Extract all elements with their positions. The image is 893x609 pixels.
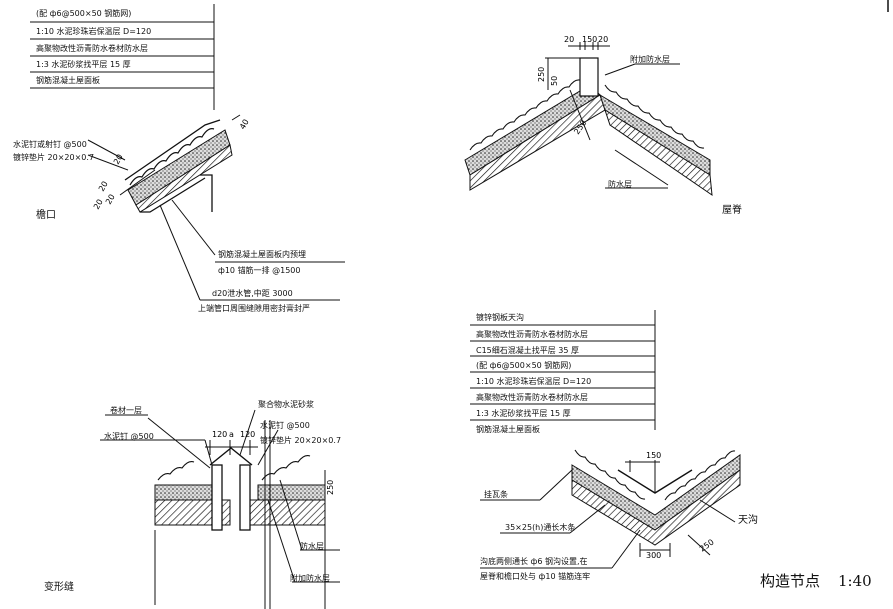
valley-layer-3: C15细石混凝土找平层 35 厚 bbox=[476, 346, 580, 355]
eaves-seal-note: 上端管口周围缝隙用密封膏封严 bbox=[198, 304, 310, 313]
valley-wood-strip-label: 35×25(h)通长木条 bbox=[505, 523, 576, 532]
eaves-anchor-note: ф10 锚筋一排 @1500 bbox=[218, 266, 301, 275]
valley-layer-7: 1:3 水泥砂浆找平层 15 厚 bbox=[476, 409, 571, 418]
eaves-detail bbox=[30, 4, 345, 301]
ridge-dim-top-left: 20 bbox=[564, 35, 574, 44]
valley-detail bbox=[470, 310, 741, 569]
valley-layer-5: 1:10 水泥珍珠岩保温层 D=120 bbox=[476, 377, 592, 386]
valley-batten-label: 挂瓦条 bbox=[484, 490, 508, 499]
joint-nail-label: 水泥钉 @500 bbox=[104, 432, 154, 441]
eaves-layer-3: 高聚物改性沥青防水卷材防水层 bbox=[36, 44, 148, 53]
valley-title: 天沟 bbox=[738, 515, 758, 526]
ridge-dim-50: 50 bbox=[550, 76, 559, 86]
joint-extra-layer-label: 附加防水层 bbox=[290, 574, 330, 583]
valley-dim-150: 150 bbox=[646, 451, 661, 460]
joint-dim-side: 250 bbox=[326, 480, 335, 495]
footer-caption: 构造节点 bbox=[760, 572, 821, 590]
eaves-dim-a: 20 bbox=[112, 153, 125, 166]
valley-layer-4: (配 ф6@500×50 钢筋网) bbox=[476, 361, 572, 370]
valley-note-1: 沟底两侧通长 ф6 钢沟设置,在 bbox=[480, 557, 588, 566]
ridge-detail bbox=[464, 42, 713, 197]
footer-scale: 1:40 bbox=[838, 572, 872, 590]
eaves-layer-2: 1:10 水泥珍珠岩保温层 D=120 bbox=[36, 27, 152, 36]
eaves-layer-4: 1:3 水泥砂浆找平层 15 厚 bbox=[36, 60, 131, 69]
joint-dim-left: 120 bbox=[212, 430, 227, 439]
eaves-pipe-note: d20泄水管,中距 3000 bbox=[212, 289, 293, 298]
eaves-dim-c: 20 bbox=[104, 193, 117, 206]
joint-dim-right: 120 bbox=[240, 430, 255, 439]
eaves-slab-note: 钢筋混凝土屋面板内预埋 bbox=[218, 250, 306, 259]
valley-layer-6: 高聚物改性沥青防水卷材防水层 bbox=[476, 393, 588, 402]
eaves-dim-e: 40 bbox=[238, 118, 251, 131]
ridge-extra-layer-label: 附加防水层 bbox=[630, 55, 670, 64]
eaves-layer-1: (配 ф6@500×50 钢筋网) bbox=[36, 9, 132, 18]
joint-roll-label: 卷材一层 bbox=[110, 406, 142, 415]
eaves-title: 檐口 bbox=[36, 210, 56, 221]
valley-layer-8: 钢筋混凝土屋面板 bbox=[476, 425, 540, 434]
joint-dim-a: a bbox=[229, 430, 234, 439]
ridge-waterproof-label: 防水层 bbox=[608, 180, 632, 189]
ridge-dim-250a: 250 bbox=[537, 67, 546, 82]
joint-waterproof-label: 防水层 bbox=[300, 542, 324, 551]
ridge-dim-top-right: 20 bbox=[598, 35, 608, 44]
joint-detail bbox=[100, 409, 340, 609]
joint-nail2-label: 水泥钉 @500 bbox=[260, 421, 310, 430]
joint-title: 变形缝 bbox=[44, 582, 74, 593]
eaves-layer-5: 钢筋混凝土屋面板 bbox=[36, 76, 100, 85]
valley-note-2: 屋脊和檐口处与 ф10 锚筋连牢 bbox=[480, 572, 591, 581]
eaves-dim-b: 20 bbox=[97, 180, 110, 193]
valley-layer-2: 高聚物改性沥青防水卷材防水层 bbox=[476, 330, 588, 339]
ridge-dim-top-mid: 150 bbox=[582, 35, 597, 44]
ridge-title: 屋脊 bbox=[722, 205, 742, 216]
joint-mortar-label: 聚合物水泥砂浆 bbox=[258, 400, 314, 409]
joint-washer-label: 镀锌垫片 20×20×0.7 bbox=[260, 436, 342, 445]
valley-layer-1: 镀锌钢板天沟 bbox=[476, 313, 524, 322]
valley-dim-250: 250 bbox=[698, 538, 716, 554]
eaves-dim-d: 20 bbox=[92, 198, 105, 211]
eaves-washer-label: 镀锌垫片 20×20×0.7 bbox=[13, 153, 95, 162]
eaves-nail-label: 水泥钉或射钉 @500 bbox=[13, 140, 87, 149]
valley-dim-300: 300 bbox=[646, 551, 661, 560]
